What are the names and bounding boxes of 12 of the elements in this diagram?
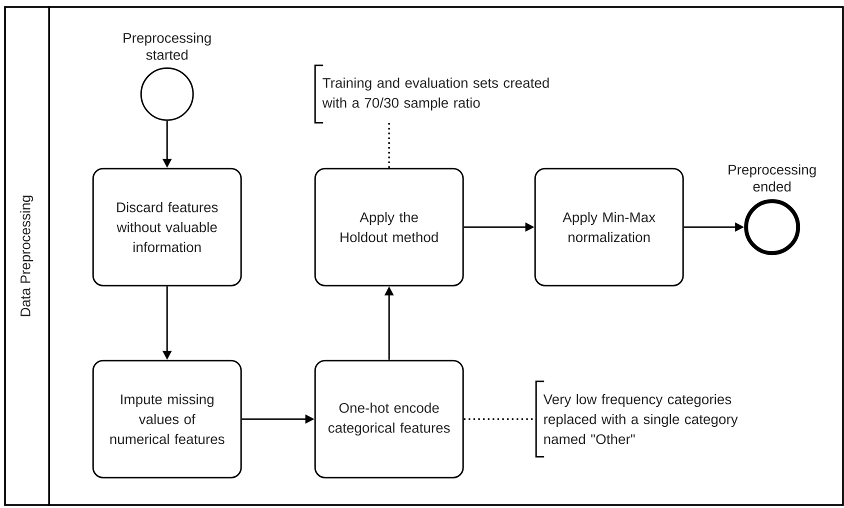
task-box: Apply Min-Max normalization xyxy=(534,168,684,286)
task-box: One-hot encode categorical features xyxy=(314,360,464,478)
text-annotation: Very low frequency categories replaced with a single category named "Other" xyxy=(535,380,738,458)
event-label: Preprocessing ended xyxy=(728,164,816,192)
start-event-circle xyxy=(140,67,194,121)
text-annotation: Training and evaluation sets created with a 70/30 sample ratio xyxy=(314,64,549,124)
dotted-association-line xyxy=(388,122,390,168)
end-event-circle xyxy=(744,199,800,256)
task-box: Apply the Holdout method xyxy=(314,168,464,286)
event-label: Preprocessing started xyxy=(124,32,211,60)
task-box: Impute missing values of numerical features xyxy=(92,360,242,478)
task-box: Discard features without valuable information xyxy=(92,168,242,286)
